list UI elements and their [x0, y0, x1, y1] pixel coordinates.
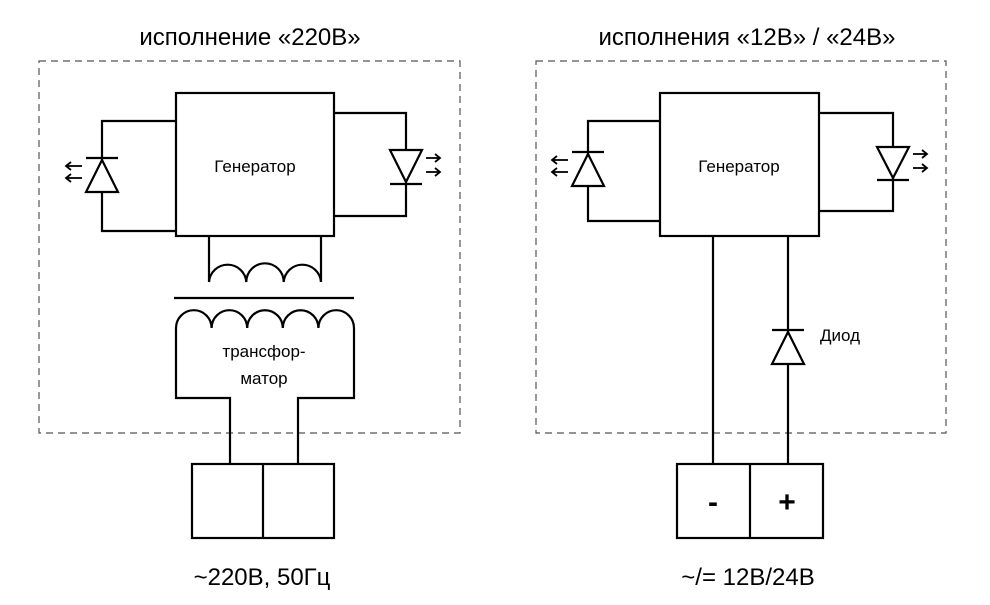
transformer-label-line1: трансфор- [222, 342, 305, 361]
led-emitter-icon [550, 150, 606, 188]
left-photodiode-wire [334, 111, 408, 218]
left-led-wire [100, 119, 176, 233]
transformer-coil-icon [174, 236, 356, 464]
transformer-label-line2: матор [240, 369, 287, 388]
photodiode-receiver-icon [875, 145, 929, 182]
left-circuit: исполнение «220В» Генератор [38, 24, 461, 591]
right-enclosure-border [535, 60, 947, 434]
diode-label: Диод [820, 326, 860, 345]
right-generator-label: Генератор [698, 157, 779, 176]
right-led-wire [586, 119, 660, 223]
right-supply-label: ~/= 12В/24В [681, 564, 814, 591]
right-circuit: исполнения «12В» / «24В» Генератор [535, 24, 947, 591]
right-title: исполнения «12В» / «24В» [599, 24, 896, 51]
right-photodiode-wire [819, 111, 895, 213]
photodiode-receiver-icon [388, 148, 442, 186]
left-generator-label: Генератор [214, 157, 295, 176]
right-generator-block [658, 91, 821, 238]
led-emitter-icon [64, 156, 120, 194]
left-generator-block [174, 91, 336, 238]
terminal-plus-label: + [778, 486, 796, 519]
left-enclosure-border [38, 60, 461, 434]
left-title: исполнение «220В» [139, 24, 360, 51]
rectifier-diode-icon [770, 328, 806, 366]
left-supply-label: ~220В, 50Гц [194, 564, 331, 591]
terminal-minus-label: - [708, 486, 718, 519]
